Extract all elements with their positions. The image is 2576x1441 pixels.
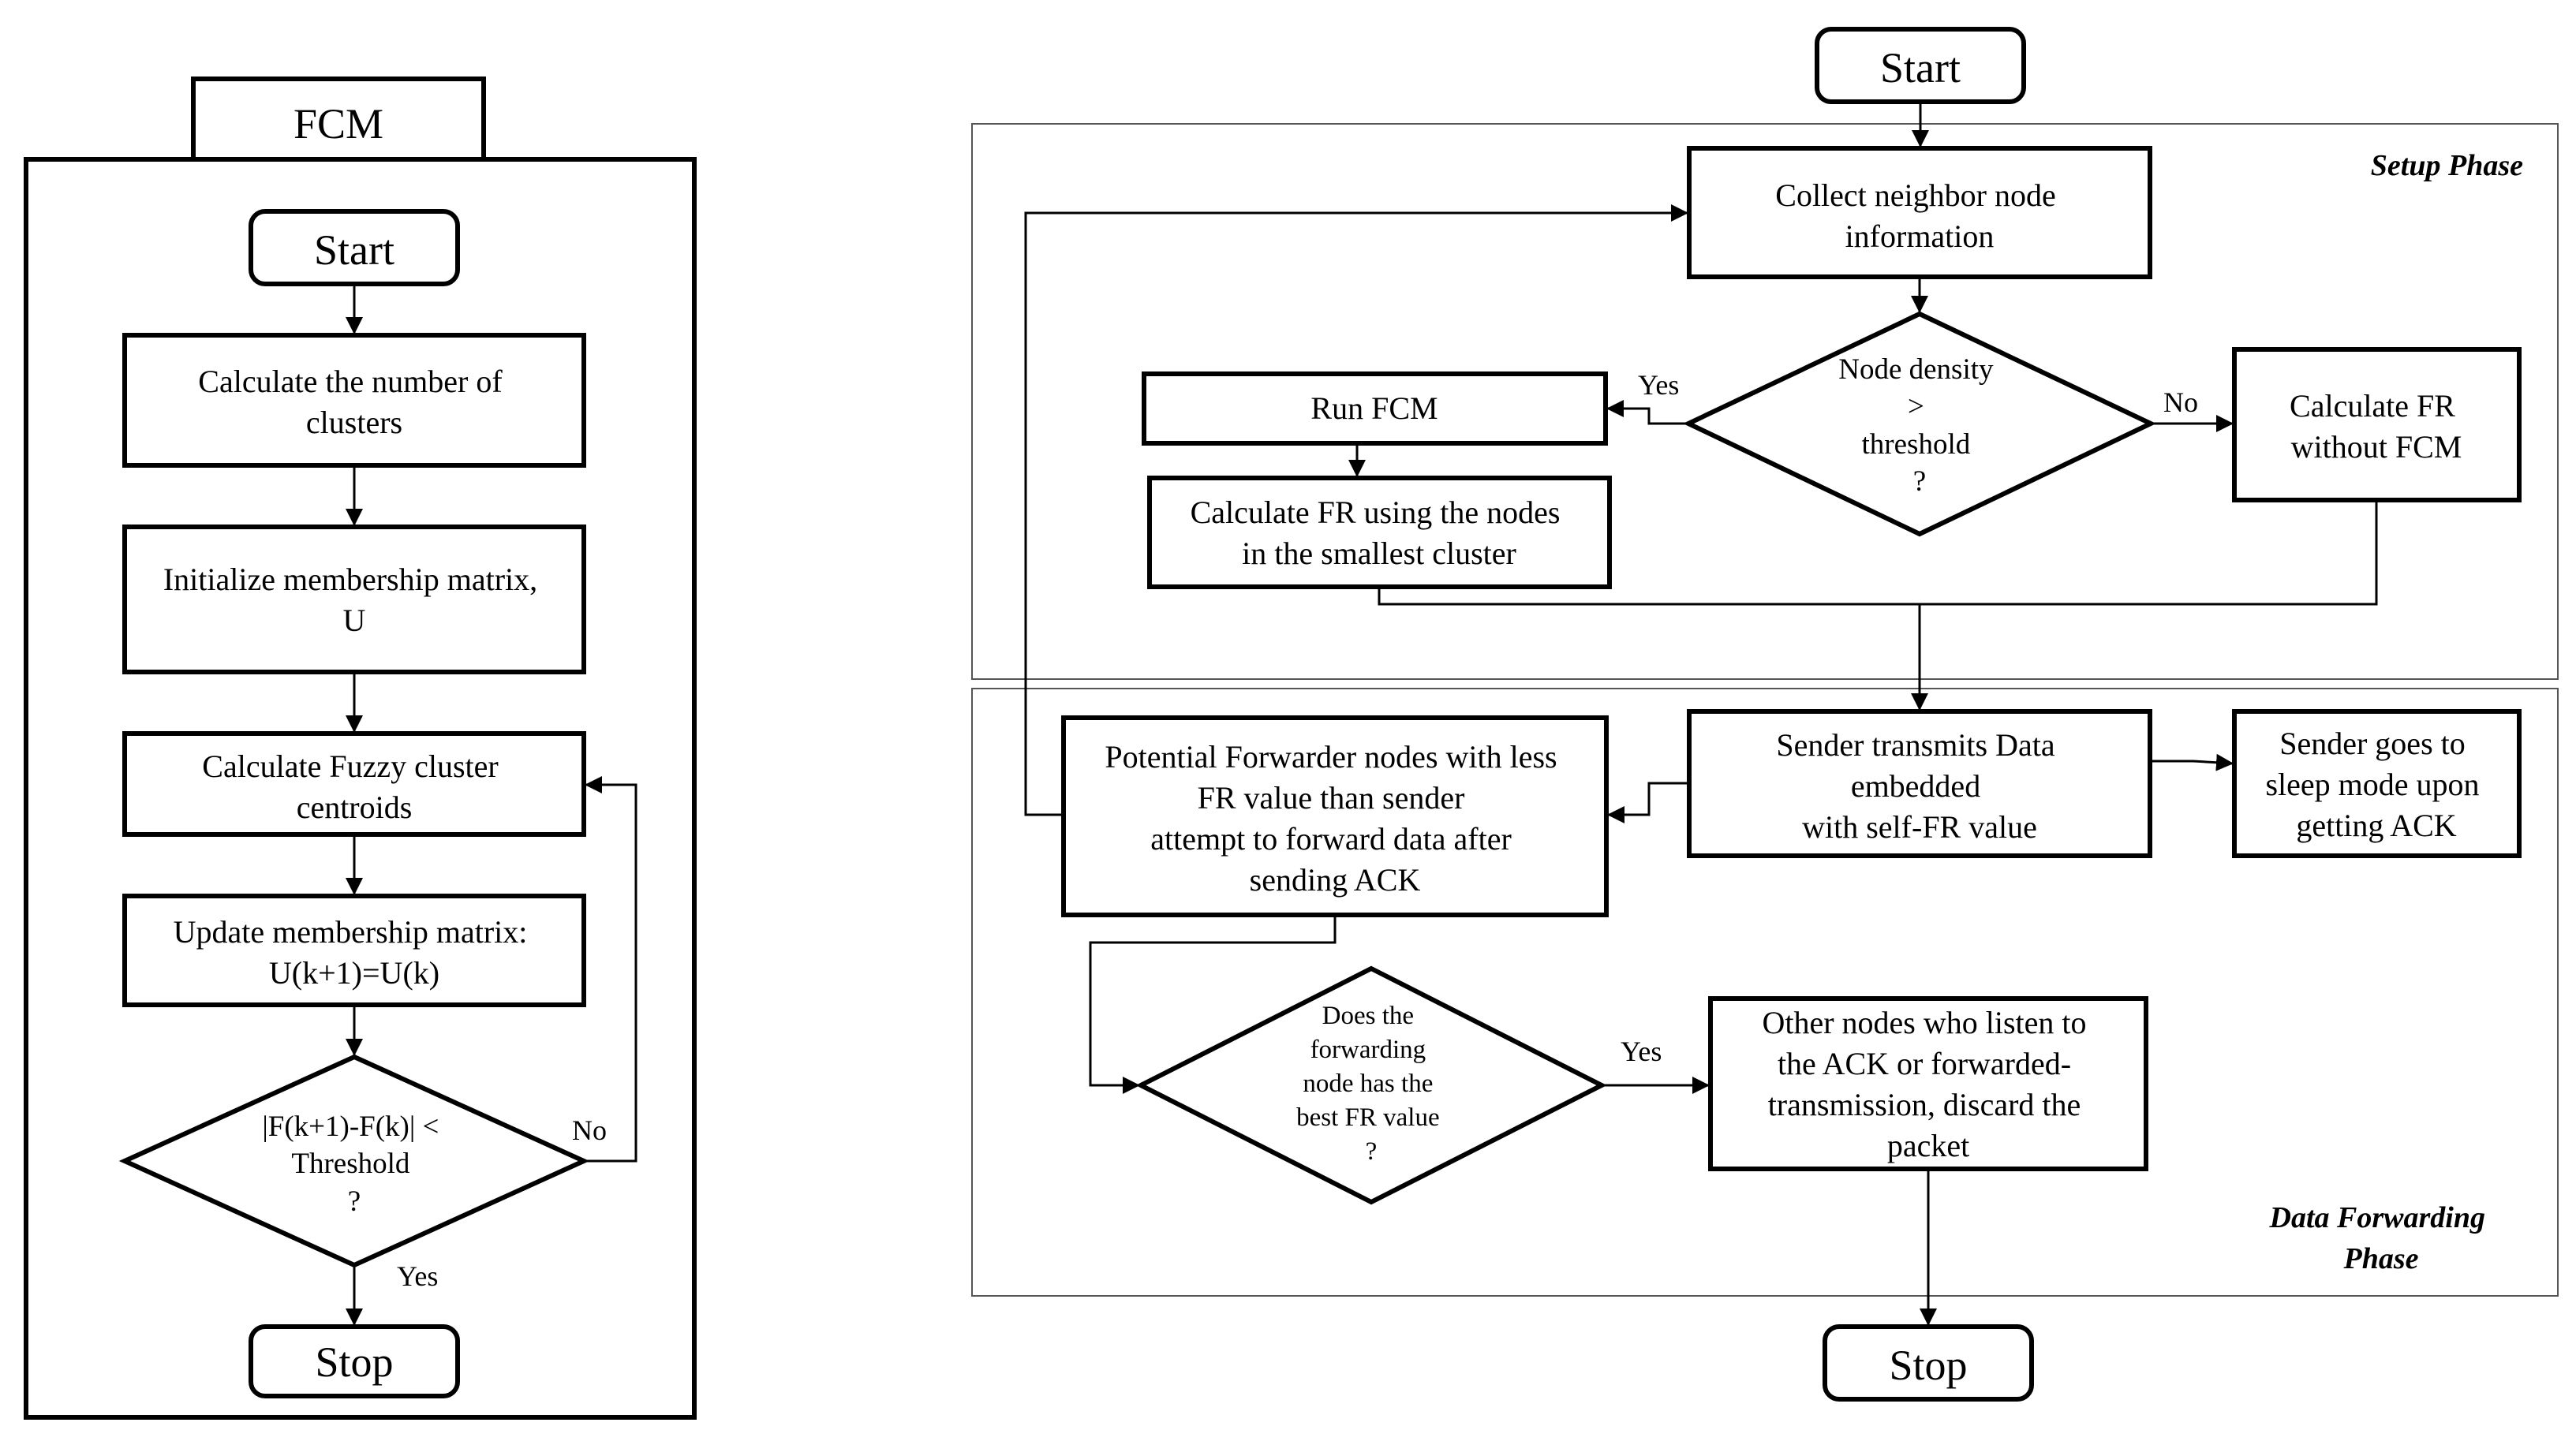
arrow-potential-loop-collect: [1024, 204, 1688, 816]
collect-info-text: Collect neighbor node information: [1775, 177, 2063, 254]
main-stop-terminal: [1823, 1324, 2034, 1402]
fcm-calc-clusters-box: [122, 333, 586, 468]
best-fr-decision: [1135, 965, 1607, 1205]
potential-forwarders-box: [1061, 715, 1609, 917]
density-no-label: No: [2163, 386, 2198, 418]
fcm-start-label: Start: [314, 226, 394, 274]
fcm-update-matrix-box: [122, 894, 586, 1007]
fcm-stop-terminal: [249, 1324, 460, 1398]
density-yes-label: Yes: [1638, 369, 1679, 401]
sender-transmits-text: Sender transmits Data embedded with self…: [1776, 727, 2062, 845]
setup-phase-frame: [971, 123, 2559, 680]
fcm-yes-label: Yes: [397, 1260, 438, 1292]
fcm-panel: FCM Start Calculate the number of cluste…: [24, 77, 697, 1420]
fcm-title: FCM: [293, 100, 383, 147]
fcm-centroids-text: Calculate Fuzzy cluster centroids: [202, 748, 506, 825]
arrow-sender-potential: [1607, 782, 1689, 823]
fcm-arrow-no-loop: [584, 776, 637, 1163]
fcm-no-label: No: [572, 1114, 607, 1146]
arrow-density-yes: [1606, 400, 1688, 425]
fcm-stop-label: Stop: [315, 1338, 393, 1386]
fcm-update-matrix-text: Update membership matrix: U(k+1)=U(k): [174, 914, 536, 991]
node-density-decision: [1683, 311, 2156, 537]
run-fcm-box: [1142, 371, 1608, 446]
main-start-label: Start: [1880, 44, 1961, 91]
line-calcfr-merge: [1378, 587, 1920, 606]
fcm-calc-clusters-text: Calculate the number of clusters: [198, 364, 510, 440]
fcm-init-matrix-box: [122, 525, 586, 674]
collect-info-box: [1687, 146, 2152, 279]
data-forwarding-phase-label: Data Forwarding Phase: [2269, 1201, 2493, 1275]
arrow-potential-bestfr: [1089, 915, 1337, 1094]
potential-forwarders-text: Potential Forwarder nodes with less FR v…: [1105, 739, 1565, 898]
line-nofcm-merge: [1920, 500, 2378, 606]
setup-phase-label: Setup Phase: [2371, 149, 2523, 182]
sender-transmits-box: [1687, 709, 2152, 858]
arrow-sender-sleep: [2150, 753, 2234, 771]
fcm-threshold-text: |F(k+1)-F(k)| < Threshold ?: [262, 1111, 446, 1218]
best-fr-text: Does the forwarding node has the best FR…: [1296, 1002, 1446, 1166]
run-fcm-text: Run FCM: [1310, 390, 1438, 426]
calc-fr-no-fcm-text: Calculate FR without FCM: [2290, 388, 2463, 465]
calc-fr-no-fcm-box: [2232, 347, 2522, 502]
node-density-text: Node density > threshold ?: [1838, 353, 2001, 498]
protocol-flowchart: Setup Phase Data Forwarding Phase Start …: [971, 27, 2559, 1402]
data-forwarding-phase-frame: [971, 688, 2559, 1297]
calc-fr-cluster-box: [1147, 476, 1612, 589]
fcm-init-matrix-text: Initialize membership matrix, U: [163, 562, 545, 638]
sender-sleep-text: Sender goes to sleep mode upon getting A…: [2265, 726, 2487, 843]
bestfr-yes-label: Yes: [1621, 1036, 1662, 1067]
other-nodes-discard-text: Other nodes who listen to the ACK or for…: [1762, 1005, 2094, 1163]
calc-fr-cluster-text: Calculate FR using the nodes in the smal…: [1191, 495, 1568, 571]
fcm-panel-frame: [24, 157, 697, 1420]
main-stop-label: Stop: [1889, 1342, 1967, 1389]
sender-sleep-box: [2232, 709, 2522, 858]
